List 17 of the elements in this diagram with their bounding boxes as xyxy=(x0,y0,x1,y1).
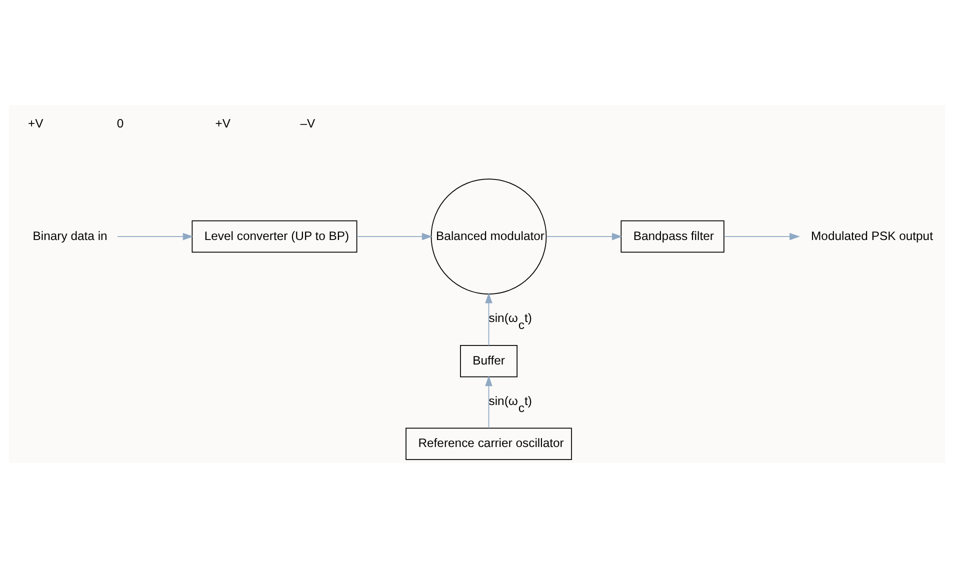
node-box: Level converter (UP to BP) xyxy=(192,220,358,252)
node-text: Modulated PSK output xyxy=(811,228,933,242)
node-circle: Balanced modulator xyxy=(430,178,547,294)
label: –V xyxy=(300,116,316,130)
node-box: Bandpass filter xyxy=(620,220,724,252)
arrow xyxy=(117,232,194,240)
node-box: Reference carrier oscillator xyxy=(406,427,572,460)
arrow xyxy=(356,232,432,240)
node-text: Binary data in xyxy=(32,228,108,242)
arrow xyxy=(485,292,492,346)
label: +V xyxy=(215,116,231,130)
arrow xyxy=(546,232,622,240)
node-box: Buffer xyxy=(460,344,518,377)
label: +V xyxy=(28,116,44,130)
label: 0 xyxy=(116,116,124,130)
arrow xyxy=(485,375,492,428)
arrow xyxy=(724,232,800,240)
